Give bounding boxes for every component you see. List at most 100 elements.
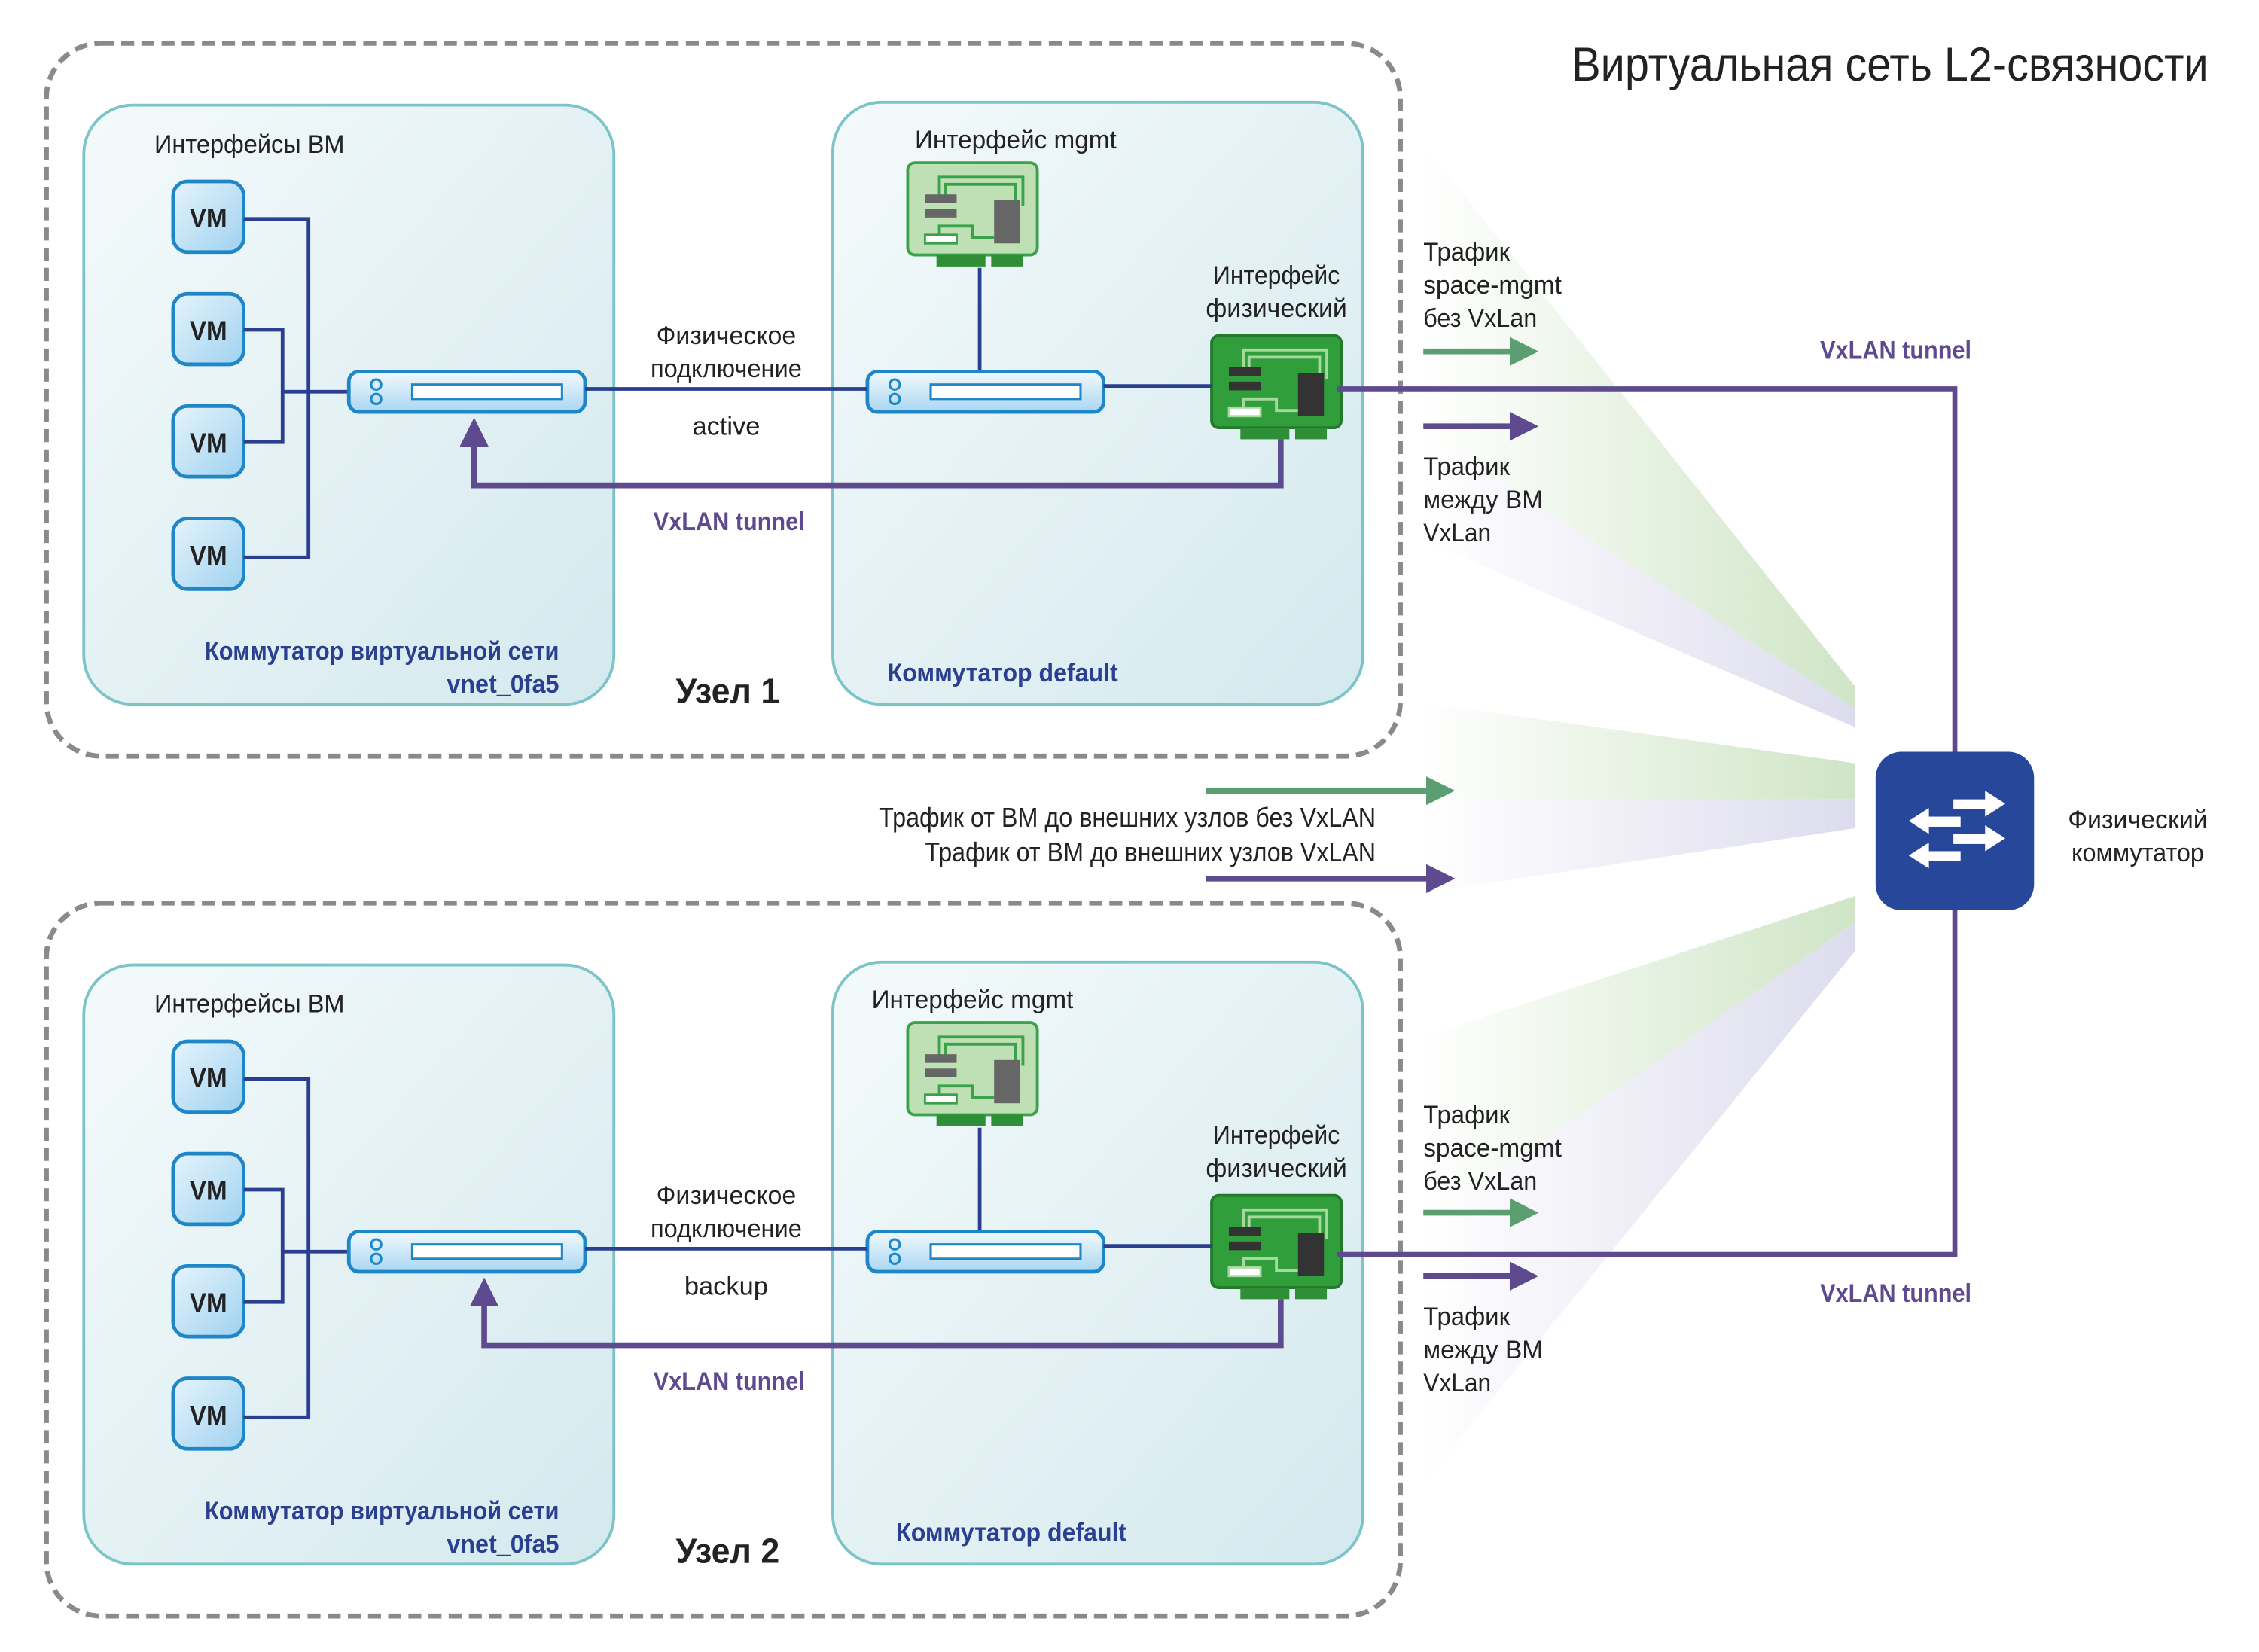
node-2: Интерфейсы ВМ VM VM VM VM Коммутатор виртуаль… xyxy=(44,900,1562,1619)
vnet-switch-label: Коммутатор виртуальной сети xyxy=(205,1497,559,1526)
nic-chip xyxy=(925,1054,957,1063)
default-switch[interactable] xyxy=(865,370,1105,414)
link-state: backup xyxy=(684,1273,768,1301)
nic-trace xyxy=(944,1042,1017,1066)
fan-center-purple xyxy=(1423,799,1856,893)
traffic-green-line-1: Трафик xyxy=(1423,1101,1511,1129)
fan-node2-purple xyxy=(1423,922,1856,1484)
switch-port-strip xyxy=(410,383,563,401)
physical-switch[interactable]: Физический коммутатор xyxy=(1875,751,2208,910)
vm-interface[interactable]: VM xyxy=(171,179,246,255)
uplinks: VxLAN tunnel VxLAN tunnel xyxy=(1337,336,1971,1308)
vm-interface[interactable]: VM xyxy=(171,1151,246,1227)
vm-label: VM xyxy=(190,203,227,233)
page-title: Виртуальная сеть L2-связности xyxy=(1572,38,2208,91)
node-name: Узел 1 xyxy=(675,671,779,710)
traffic-purple-arrowhead-icon xyxy=(1509,1261,1539,1291)
physical-interface-label-2: физический xyxy=(1206,1154,1346,1183)
vm-interfaces-header: Интерфейсы ВМ xyxy=(154,990,344,1019)
traffic-purple-line-1: Трафик xyxy=(1423,1303,1511,1331)
vm-box[interactable] xyxy=(171,179,246,255)
vm-box[interactable] xyxy=(171,517,246,591)
traffic-purple-line-3: VxLan xyxy=(1423,519,1491,547)
nic-trace xyxy=(937,175,1025,206)
vnet-switch-name: vnet_0fa5 xyxy=(447,1530,559,1559)
fan-node1-purple xyxy=(1423,431,1856,727)
node-boundary xyxy=(44,41,1403,759)
nic-trace xyxy=(944,182,1017,206)
vm-label: VM xyxy=(190,428,227,459)
switch-port-strip xyxy=(410,1243,563,1260)
nic-chip xyxy=(1228,367,1261,376)
nic-chip xyxy=(1228,381,1261,391)
traffic-green-arrowhead-icon xyxy=(1509,1198,1539,1227)
nic-trace xyxy=(1242,1208,1328,1239)
nic-trace xyxy=(1247,1215,1322,1239)
vnet-switch-name: vnet_0fa5 xyxy=(447,670,559,699)
physical-interface-label-1: Интерфейс xyxy=(1213,1121,1340,1150)
traffic-purple-arrowhead-icon xyxy=(1509,412,1539,441)
switch-port-strip xyxy=(929,1243,1082,1260)
vm-interface[interactable]: VM xyxy=(171,1376,246,1451)
traffic-purple-line-2: между ВМ xyxy=(1423,486,1543,514)
mgmt-interface-label: Интерфейс mgmt xyxy=(872,986,1074,1014)
switch-led xyxy=(888,392,901,406)
mgmt-nic-icon xyxy=(906,1021,1039,1126)
uplink-node1 xyxy=(1337,386,1958,757)
nic-slot xyxy=(1227,406,1262,418)
virtual-network-switch[interactable] xyxy=(346,370,587,414)
nic-trace xyxy=(937,1035,1025,1066)
mgmt-nic-icon xyxy=(906,161,1039,267)
legend-green-label: Трафик от ВМ до внешних узлов без VxLAN xyxy=(879,802,1376,833)
vm-interface[interactable]: VM xyxy=(171,1039,246,1114)
traffic-purple-line-2: между ВМ xyxy=(1423,1336,1543,1364)
nic-trace xyxy=(1242,348,1328,379)
link-state: active xyxy=(692,413,760,441)
vm-interface[interactable]: VM xyxy=(171,1263,246,1339)
nic-connector xyxy=(1294,1288,1328,1300)
default-switch[interactable] xyxy=(865,1230,1105,1274)
legend-purple-label: Трафик от ВМ до внешних узлов VxLAN xyxy=(925,837,1376,867)
vm-box[interactable] xyxy=(171,1039,246,1114)
virtual-network-switch[interactable] xyxy=(346,1230,587,1274)
vm-wire xyxy=(243,328,285,444)
node-boundary xyxy=(44,900,1403,1619)
uplink-node1-label: VxLAN tunnel xyxy=(1820,336,1971,364)
vm-label: VM xyxy=(190,315,227,346)
node-1: Интерфейсы ВМ VM VM VM VM Коммутатор виртуаль… xyxy=(44,41,1562,759)
vm-interfaces-header: Интерфейсы ВМ xyxy=(154,130,344,159)
nic-chip xyxy=(1228,1227,1261,1236)
vm-label: VM xyxy=(190,1288,227,1318)
vxlan-arrowhead-icon xyxy=(469,1277,499,1306)
switch-led xyxy=(370,392,383,406)
legend-purple-arrowhead xyxy=(1426,864,1456,893)
vm-label: VM xyxy=(190,1175,227,1205)
nic-chip xyxy=(1297,373,1325,416)
vxlan-arrowhead-icon xyxy=(459,417,489,447)
physical-switch-label-2: коммутатор xyxy=(2072,839,2204,867)
nic-trace xyxy=(1242,1257,1298,1273)
physical-nic-icon xyxy=(1210,1193,1343,1300)
uplink-node2 xyxy=(1337,907,1958,1257)
vnet-switch-label: Коммутатор виртуальной сети xyxy=(205,637,559,666)
nic-connector xyxy=(1240,428,1290,440)
nic-connector xyxy=(936,1114,986,1126)
nic-connector xyxy=(936,255,986,267)
vm-interface[interactable]: VM xyxy=(171,291,246,367)
switch-led xyxy=(888,378,901,391)
switch-port-strip xyxy=(929,383,1082,401)
traffic-green-arrowhead-icon xyxy=(1509,337,1539,366)
switch-led xyxy=(888,1238,901,1251)
nic-trace xyxy=(1247,355,1322,379)
vm-label: VM xyxy=(190,1062,227,1093)
mgmt-interface-label: Интерфейс mgmt xyxy=(915,126,1117,154)
legend-green-arrowhead xyxy=(1426,776,1456,806)
physical-nic-icon xyxy=(1210,334,1343,440)
physical-switch-box[interactable] xyxy=(1875,751,2035,910)
nic-slot xyxy=(923,233,958,245)
fan-node1-green xyxy=(1423,144,1856,709)
nic-connector xyxy=(1240,1288,1290,1300)
vm-box[interactable] xyxy=(171,1376,246,1451)
vm-interface[interactable]: VM xyxy=(171,517,246,591)
vm-interface[interactable]: VM xyxy=(171,404,246,479)
